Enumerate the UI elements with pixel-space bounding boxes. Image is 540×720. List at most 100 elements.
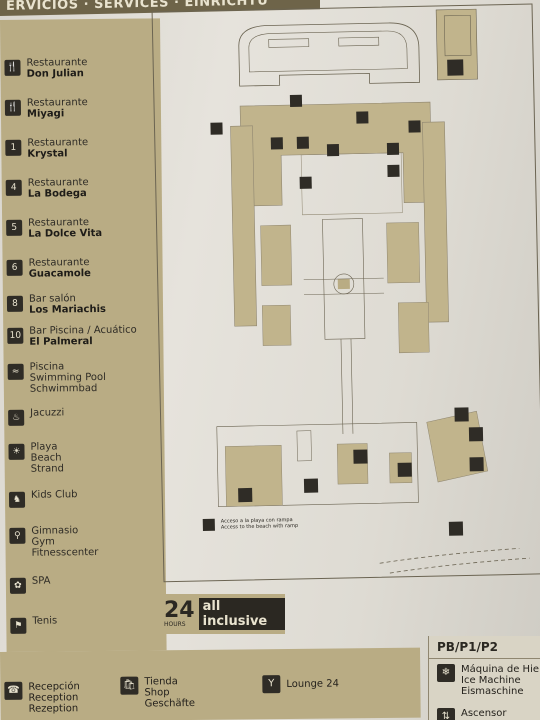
legend-label: Restaurante (28, 257, 90, 269)
legend-label: Kids Club (30, 489, 78, 501)
legend-item-jacuzzi: ♨ Jacuzzi (8, 407, 64, 426)
bar-map-icon (326, 144, 340, 157)
legend-name: Don Julian (26, 68, 84, 80)
restaurant-5-icon: 5 (6, 219, 23, 236)
all-inclusive-logo: 24 HOURS all inclusive (160, 594, 285, 634)
spa-icon: ✿ (9, 577, 27, 594)
beach-map-icon (448, 521, 464, 536)
wheelchair-access-icon (202, 518, 215, 531)
lower-pool (296, 430, 312, 462)
restaurant-map-icon (296, 136, 309, 149)
main-courtyard (300, 152, 403, 216)
west-block-1 (260, 224, 293, 286)
resort-map-drawing (151, 3, 540, 583)
tennis-court-icon (447, 59, 464, 76)
garden-paths (303, 277, 385, 296)
brand-hours: HOURS (164, 620, 186, 628)
floor-levels-header: PB/P1/P2 (429, 636, 540, 659)
tennis-icon: ⚑ (10, 617, 27, 634)
bottom-item-lounge: Y Lounge 24 (262, 674, 340, 694)
legend-translations: Swimming Pool Schwimmbad (29, 371, 106, 395)
legend-name: La Bodega (27, 188, 87, 200)
legend-label: Playa (30, 441, 58, 453)
restaurant-map-icon (270, 137, 283, 150)
tennis-court (443, 14, 472, 57)
legend-translations: Gym Fitnesscenter (31, 536, 99, 559)
jacuzzi-map-icon (397, 462, 412, 477)
elevator-item: ⇅ Ascensor (437, 708, 506, 720)
elevator-icon: ⇅ (437, 708, 455, 720)
legend-name: Los Mariachis (28, 303, 107, 316)
bar-8-icon: 8 (6, 295, 24, 312)
legend-label: SPA (31, 575, 51, 587)
reception-map-icon (210, 122, 223, 135)
bottom-label-de: Geschäfte (144, 697, 196, 710)
sun-terrace-left (268, 38, 310, 48)
resort-map: Acceso a la playa con rampa Access to th… (148, 0, 540, 628)
restaurant-1-icon: 1 (5, 139, 22, 156)
shop-icon: 🛍 (120, 676, 139, 695)
east-block-1 (386, 222, 421, 284)
legend-name: La Dolce Vita (28, 227, 103, 240)
gym-map-icon (468, 427, 484, 442)
bar-map-icon (356, 111, 369, 124)
legend-item-spa: ✿ SPA (9, 575, 51, 594)
kids-club-map-icon (454, 407, 469, 422)
reception-map-icon (408, 120, 421, 133)
bottom-label: Recepción (28, 681, 80, 693)
bottom-label: Ascensor (461, 708, 507, 719)
legend-name: Miyagi (26, 108, 65, 120)
jacuzzi-icon: ♨ (8, 409, 25, 426)
kids-club-building (426, 410, 489, 483)
restaurant-4-icon: 4 (5, 179, 22, 196)
legend-item-kids-club: ♞ Kids Club (8, 489, 78, 508)
restaurant-icon: 🍴 (4, 99, 22, 116)
restaurant-icon: 🍴 (4, 59, 21, 76)
east-wing-building (422, 121, 449, 323)
shop-map-icon (289, 94, 303, 108)
legend-label: Jacuzzi (30, 407, 65, 419)
guacamole-restaurant-building (224, 445, 283, 507)
legend-label: Restaurante (27, 137, 89, 149)
bottom-label-de: Rezeption (28, 703, 79, 715)
legend-label: Restaurante (26, 57, 88, 69)
bottom-label: Lounge 24 (286, 678, 340, 691)
restaurant-6-map-icon (238, 487, 253, 503)
spa-map-icon (469, 457, 484, 472)
west-block-2 (262, 304, 292, 346)
bar-10-map-icon (353, 449, 368, 464)
legend-label: Piscina (29, 361, 65, 373)
restaurant-map-icon (387, 164, 400, 178)
bottom-label: Tienda (144, 676, 178, 688)
legend-label: Bar salón (28, 293, 76, 305)
pool-map-icon (303, 478, 319, 493)
legend-translations: Beach Strand (30, 452, 64, 475)
east-block-2 (397, 301, 430, 354)
lower-zone (216, 422, 419, 507)
bar-map-icon (299, 176, 312, 189)
bottom-label: Máquina de Hie (461, 664, 539, 675)
legend-label: Tenis (32, 615, 58, 627)
legend-name: Krystal (27, 148, 68, 160)
bottom-label-en: Shop (144, 687, 170, 699)
pool-inner (248, 30, 408, 73)
beach-walkway (340, 338, 354, 435)
bottom-label-de: Eismaschine (461, 686, 524, 697)
bottom-label-en: Reception (28, 692, 79, 704)
